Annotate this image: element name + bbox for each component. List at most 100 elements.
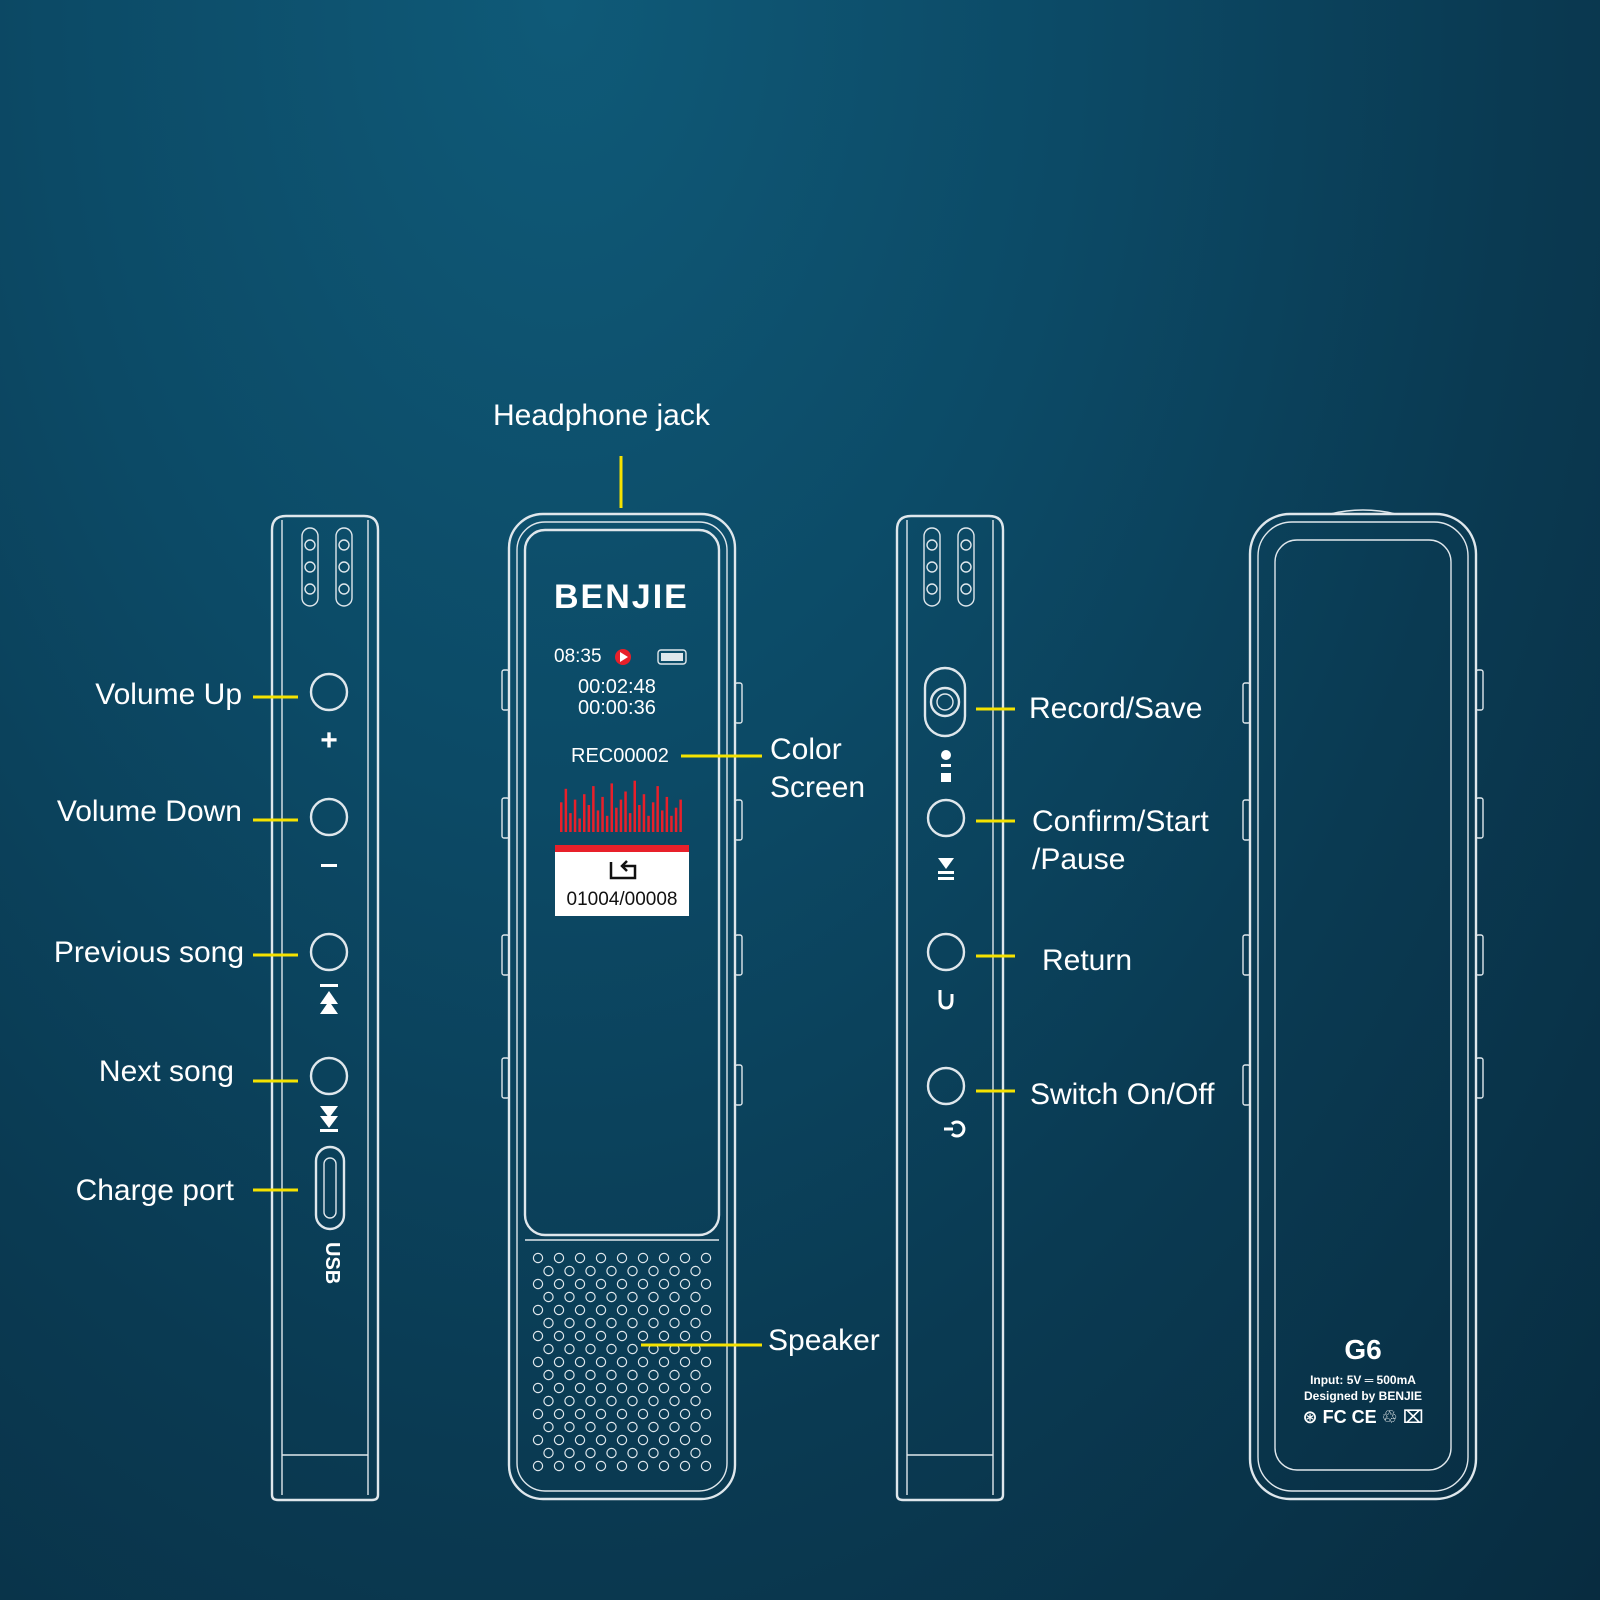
designed-by: Designed by BENJIE (1303, 1389, 1423, 1403)
confirm-start-pause-button[interactable] (926, 798, 966, 838)
waveform-bar (587, 805, 591, 832)
return-button[interactable] (926, 932, 966, 972)
front-view (501, 512, 743, 1501)
waveform-bar (679, 799, 682, 832)
speaker-hole (637, 1304, 649, 1316)
speaker-hole (690, 1317, 701, 1329)
left-side-view: + (270, 514, 380, 1502)
speaker-hole (616, 1382, 628, 1394)
return-icon (938, 990, 954, 1010)
speaker-hole (543, 1447, 554, 1459)
screen-counter-panel (555, 852, 689, 916)
speaker-hole (585, 1447, 596, 1459)
speaker-hole (553, 1278, 565, 1290)
waveform-bar (670, 815, 673, 832)
speaker-hole (595, 1356, 607, 1368)
speaker-hole (564, 1317, 575, 1329)
power-icon (944, 1120, 966, 1138)
speaker-hole (564, 1291, 575, 1303)
speaker-hole (658, 1356, 670, 1368)
speaker-hole (700, 1382, 712, 1394)
speaker-hole (606, 1265, 617, 1277)
speaker-hole (700, 1278, 712, 1290)
power-button[interactable] (926, 1066, 966, 1106)
speaker-hole (690, 1421, 701, 1433)
speaker-hole (543, 1369, 554, 1381)
speaker-hole (616, 1278, 628, 1290)
speaker-hole (543, 1317, 554, 1329)
mic-grille-left (301, 527, 353, 607)
waveform-bar (651, 802, 655, 832)
waveform (560, 780, 682, 832)
input-spec: Input: 5V ═ 500mA (1310, 1373, 1416, 1387)
previous-song-button[interactable] (309, 932, 349, 972)
record-slider[interactable] (923, 666, 967, 738)
usb-c-port[interactable] (314, 1145, 346, 1231)
speaker-hole (669, 1447, 680, 1459)
speaker-hole (595, 1382, 607, 1394)
speaker-hole (679, 1382, 691, 1394)
speaker-hole (553, 1252, 565, 1264)
speaker-hole (637, 1252, 649, 1264)
speaker-hole (574, 1408, 586, 1420)
waveform-bar (642, 794, 646, 832)
repeat-icon (609, 860, 637, 880)
speaker-hole (627, 1369, 638, 1381)
speaker-hole (669, 1265, 680, 1277)
speaker-hole (574, 1304, 586, 1316)
next-song-button[interactable] (309, 1056, 349, 1096)
speaker-hole (690, 1291, 701, 1303)
speaker-hole (700, 1408, 712, 1420)
speaker-hole (637, 1460, 649, 1472)
speaker-hole (595, 1330, 607, 1342)
volume-up-button[interactable] (309, 672, 349, 712)
waveform-bar (674, 807, 678, 832)
speaker-hole (574, 1460, 586, 1472)
waveform-bar (596, 810, 600, 832)
speaker-hole (658, 1278, 670, 1290)
speaker-hole (595, 1460, 607, 1472)
right-side-view (895, 514, 1005, 1502)
speaker-hole (606, 1317, 617, 1329)
label-record-save: Record/Save (1029, 692, 1203, 725)
waveform-bar (619, 799, 623, 832)
speaker-hole (679, 1460, 691, 1472)
waveform-bar (583, 794, 586, 832)
speaker-hole (564, 1447, 575, 1459)
screen-time-elapsed: 00:00:36 (578, 697, 656, 719)
waveform-bar (610, 783, 613, 832)
speaker-hole (690, 1265, 701, 1277)
speaker-hole (606, 1343, 617, 1355)
speaker-hole (690, 1395, 701, 1407)
speaker-hole (532, 1278, 544, 1290)
speaker-hole (553, 1434, 565, 1446)
speaker-hole (553, 1356, 565, 1368)
speaker-hole (669, 1421, 680, 1433)
speaker-hole (543, 1265, 554, 1277)
speaker-hole (595, 1278, 607, 1290)
volume-down-button[interactable] (309, 797, 349, 837)
speaker-hole (700, 1460, 712, 1472)
speaker-hole (595, 1304, 607, 1316)
speaker-hole (585, 1421, 596, 1433)
speaker-hole (658, 1408, 670, 1420)
label-return: Return (1042, 944, 1133, 977)
screen-clock: 08:35 (554, 646, 602, 667)
speaker-hole (648, 1317, 659, 1329)
speaker-hole (585, 1317, 596, 1329)
speaker-hole (606, 1395, 617, 1407)
speaker-hole (616, 1434, 628, 1446)
speaker-hole (679, 1356, 691, 1368)
speaker-hole (532, 1304, 544, 1316)
next-track-icon (320, 1106, 338, 1132)
speaker-hole (574, 1356, 586, 1368)
speaker-hole (595, 1252, 607, 1264)
battery-icon (657, 649, 687, 665)
speaker-hole (679, 1252, 691, 1264)
speaker-hole (574, 1330, 586, 1342)
waveform-bar (647, 815, 650, 832)
speaker-hole (679, 1434, 691, 1446)
speaker-hole (564, 1421, 575, 1433)
speaker-hole (595, 1434, 607, 1446)
speaker-hole (616, 1460, 628, 1472)
